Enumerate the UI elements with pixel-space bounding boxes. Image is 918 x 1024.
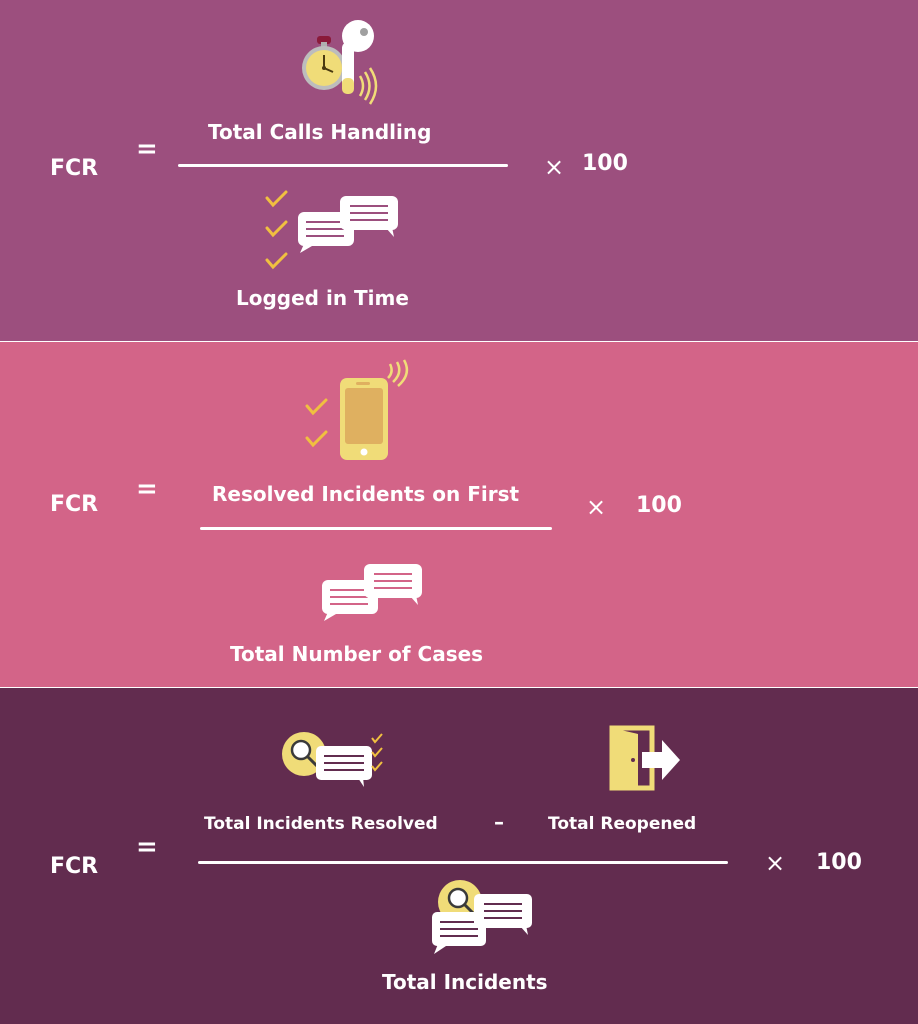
stopwatch-icon [302,36,346,90]
numerator-left-label: Total Incidents Resolved [204,814,438,834]
checkmarks-icon [305,398,328,448]
chat-bubbles-icon [298,196,398,253]
numerator-label: Resolved Incidents on First [212,482,520,506]
chat-bubbles-icon [322,564,422,621]
fraction-bar [198,861,728,864]
formula-panel-resolved-first: FCR = Resolved Incidents on First × 100 … [0,342,918,687]
formula-panel-calls-handling: FCR = Total Calls Handling × 100 Logged … [0,0,918,341]
door-exit-icon [609,725,680,791]
equals-sign: = [136,474,158,504]
equals-sign: = [136,134,158,164]
multiplier-value: 100 [816,850,862,875]
fraction-bar [200,527,552,530]
denominator-label: Logged in Time [236,286,409,310]
magnifier-chat-icon [432,880,532,954]
magnifier-chat-icon [282,732,383,787]
fcr-label: FCR [50,854,99,879]
denominator-label: Total Number of Cases [230,642,484,666]
times-sign: × [586,493,607,521]
numerator-label: Total Calls Handling [208,120,432,144]
formula-panel-reopened: FCR = Total Incidents Resolved – Total R… [0,688,918,1024]
earbud-icon [342,20,378,105]
multiplier-value: 100 [636,493,682,518]
checkmarks-icon [265,190,288,270]
times-sign: × [765,849,786,877]
fraction-bar [178,164,508,167]
denominator-label: Total Incidents [382,970,548,994]
equals-sign: = [136,832,158,862]
phone-ringing-icon [340,359,409,460]
multiplier-value: 100 [582,151,628,176]
fcr-label: FCR [50,156,99,181]
fcr-label: FCR [50,492,99,517]
minus-sign: – [494,810,504,834]
times-sign: × [544,153,565,181]
numerator-right-label: Total Reopened [548,814,697,834]
